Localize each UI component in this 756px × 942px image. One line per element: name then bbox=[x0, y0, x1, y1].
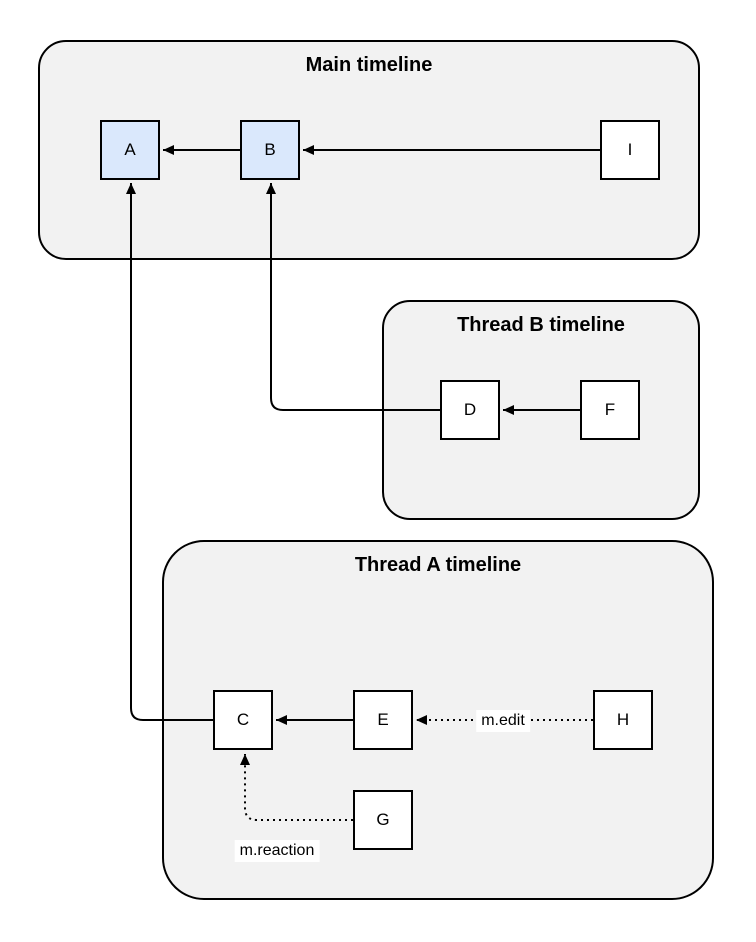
edge-label-m-reaction: m.reaction bbox=[234, 840, 320, 862]
node-event-g: G bbox=[353, 790, 413, 850]
node-event-d-label: D bbox=[463, 400, 477, 419]
node-event-a-label: A bbox=[124, 140, 136, 159]
node-event-h-label: H bbox=[616, 710, 630, 729]
node-event-d: D bbox=[440, 380, 500, 440]
node-event-a: A bbox=[100, 120, 160, 180]
edge-label-m-edit: m.edit bbox=[476, 710, 530, 732]
node-event-f: F bbox=[580, 380, 640, 440]
container-title-main-timeline: Main timeline bbox=[305, 54, 433, 76]
container-title-thread-b-timeline: Thread B timeline bbox=[457, 314, 625, 336]
node-event-e: E bbox=[353, 690, 413, 750]
node-event-c: C bbox=[213, 690, 273, 750]
node-event-b-label: B bbox=[264, 140, 276, 159]
container-thread-b-timeline: Thread B timeline bbox=[382, 300, 700, 520]
node-event-i-label: I bbox=[627, 140, 633, 159]
node-event-e-label: E bbox=[377, 710, 389, 729]
node-event-h: H bbox=[593, 690, 653, 750]
node-event-f-label: F bbox=[604, 400, 616, 419]
node-event-g-label: G bbox=[376, 810, 390, 829]
container-title-thread-a-timeline: Thread A timeline bbox=[354, 554, 522, 576]
node-event-i: I bbox=[600, 120, 660, 180]
node-event-c-label: C bbox=[236, 710, 250, 729]
node-event-b: B bbox=[240, 120, 300, 180]
